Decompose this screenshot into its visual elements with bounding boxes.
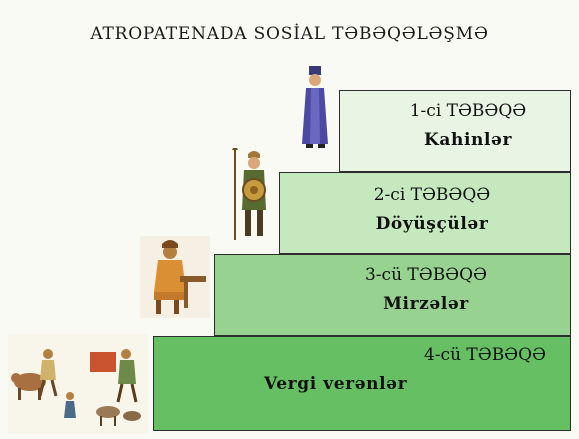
layer-3-group: Mirzələr: [383, 294, 469, 314]
layer-3-text: 3-cü TƏBƏQƏ Mirzələr: [311, 265, 541, 315]
layer-2-text: 2-ci TƏBƏQƏ Döyüşçülər: [332, 185, 532, 235]
layer-2-step: 2-ci TƏBƏQƏ Döyüşçülər: [279, 172, 571, 254]
farmers-scene-icon: [8, 334, 148, 434]
diagram-title: ATROPATENADA SOSİAL TƏBƏQƏLƏŞMƏ: [90, 24, 489, 44]
priest-figure-icon: [302, 66, 328, 148]
layer-2-group: Döyüşçülər: [375, 214, 489, 234]
layer-1-text: 1-ci TƏBƏQƏ Kahinlər: [378, 101, 558, 151]
layer-3-label: 3-cü TƏBƏQƏ: [364, 265, 487, 285]
scribe-figure-icon: [140, 236, 210, 318]
layer-4-group: Vergi verənlər: [264, 374, 408, 394]
layer-1-group: Kahinlər: [424, 130, 512, 150]
warrior-figure-icon: [232, 148, 266, 240]
layer-4-label: 4-cü TƏBƏQƏ: [423, 345, 546, 365]
layer-4-step: 4-cü TƏBƏQƏ Vergi verənlər: [153, 336, 571, 431]
layer-4-text: 4-cü TƏBƏQƏ Vergi verənlər: [264, 345, 564, 395]
layer-1-label: 1-ci TƏBƏQƏ: [409, 101, 527, 121]
layer-2-label: 2-ci TƏBƏQƏ: [373, 185, 491, 205]
layer-3-step: 3-cü TƏBƏQƏ Mirzələr: [214, 254, 571, 336]
layer-1-step: 1-ci TƏBƏQƏ Kahinlər: [339, 90, 571, 172]
